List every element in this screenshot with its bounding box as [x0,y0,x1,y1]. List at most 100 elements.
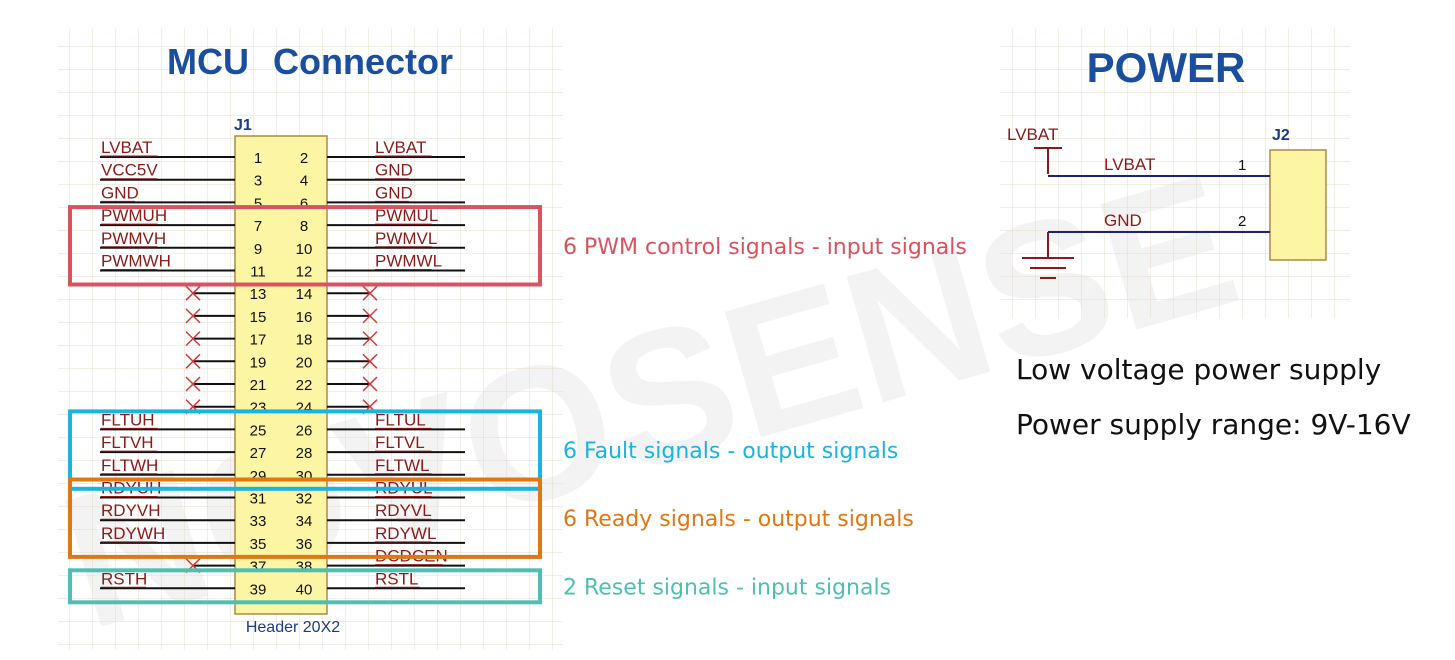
net-label-left: LVBAT [101,138,152,157]
pin-number-left: 21 [250,377,267,394]
pin-number-right: 6 [300,195,308,212]
signal-group-label: 6 Fault signals - output signals [563,439,898,464]
net-label-right: RDYVL [375,501,432,520]
no-connect-marker [185,331,201,347]
pin-number-right: 36 [296,536,313,553]
pin-number-left: 19 [250,354,267,371]
no-connect-marker [362,331,378,347]
net-label-left: PWMVH [101,229,166,248]
pin-number-left: 11 [250,264,266,281]
pin-number-left: 33 [250,513,267,530]
pin-number-right: 22 [296,377,313,394]
signal-group-box [68,205,542,287]
net-label-left: VCC5V [101,161,158,180]
pin-number-right: 20 [296,354,313,371]
net-label-right: FLTVL [375,433,425,452]
pin-number-left: 3 [254,173,262,190]
mcu-ref-designator: J1 [234,117,252,134]
pin-number-right: 18 [296,332,313,349]
net-label-right: GND [375,161,413,180]
pin-number-left: 25 [250,422,267,439]
net-label-left: RDYWH [101,524,165,543]
connector-body [234,135,328,615]
net-label-left: RDYVH [101,501,161,520]
pin-number-left: 13 [250,286,267,303]
signal-group-box [68,568,542,605]
pin-number-right: 30 [296,468,313,485]
pin-number-right: 8 [300,218,308,235]
signal-group-label: 6 PWM control signals - input signals [563,235,967,260]
pin-number-left: 1 [254,150,262,167]
power-connector-body [1269,149,1327,261]
pin-number-left: 29 [250,468,267,485]
no-connect-marker [185,353,201,369]
pin-number-left: 35 [250,536,267,553]
pin-number-right: 10 [296,241,313,258]
power-note-line-1: Low voltage power supply [1016,353,1381,386]
no-connect-marker [362,285,378,301]
pin-number-left: 7 [254,218,262,235]
power-supply-symbol-label: LVBAT [1007,125,1058,144]
net-label-right: RDYWL [375,524,436,543]
pin-number-right: 26 [296,422,313,439]
net-label-left: FLTUH [101,410,155,429]
no-connect-marker [362,308,378,324]
pin-number-left: 9 [254,241,262,258]
power-pin-number: 2 [1238,213,1246,230]
power-note-line-2: Power supply range: 9V-16V [1016,408,1411,441]
pin-number-right: 4 [300,173,308,190]
power-title: POWER [1087,44,1246,91]
no-connect-marker [362,353,378,369]
net-label-right: FLTUL [375,410,426,429]
signal-group-label: 6 Ready signals - output signals [563,507,914,532]
power-pin-number: 1 [1238,157,1246,174]
net-label-right: PWMWL [375,252,442,271]
pin-number-left: 39 [250,581,267,598]
pin-number-right: 32 [296,491,313,508]
net-label-right: PWMVL [375,229,437,248]
net-label-left: PWMWH [101,252,171,271]
pin-number-left: 27 [250,445,267,462]
pin-number-right: 14 [296,286,313,303]
signal-group-label: 2 Reset signals - input signals [563,575,891,600]
pin-number-right: 28 [296,445,313,462]
pin-number-left: 23 [250,400,267,417]
no-connect-marker [362,376,378,392]
net-label-left: FLTVH [101,433,154,452]
net-label-left: FLTWH [101,456,158,475]
net-label-left: PWMUH [101,206,167,225]
net-label-right: GND [375,183,413,202]
net-label-right: FLTWL [375,456,429,475]
signal-group-box [68,477,542,559]
pin-number-right: 2 [300,150,308,167]
no-connect-marker [185,376,201,392]
signal-group-box [68,409,542,491]
net-label-right: RSTL [375,569,418,588]
no-connect-marker [185,308,201,324]
pin-number-right: 40 [296,581,313,598]
pin-number-left: 5 [254,195,262,212]
pin-number-left: 15 [250,309,267,326]
net-label-right: PWMUL [375,206,438,225]
power-net-label: GND [1104,211,1142,230]
pin-number-left: 37 [250,559,267,576]
no-connect-marker [185,285,201,301]
ground-symbol [1022,232,1074,279]
mcu-title: MCU Connector [167,41,453,82]
pin-number-right: 12 [296,264,313,281]
power-supply-symbol [1034,147,1062,174]
pin-number-right: 34 [296,513,313,530]
power-ref-designator: J2 [1272,127,1290,144]
pin-number-right: 38 [296,559,313,576]
pin-number-left: 17 [250,332,267,349]
pin-number-right: 24 [296,400,313,417]
net-label-left: GND [101,183,139,202]
signal-group-annotations: 6 PWM control signals - input signals 6 F… [68,205,967,605]
pin-number-left: 31 [250,491,267,508]
net-label-left: RSTH [101,569,147,588]
mcu-part-name: Header 20X2 [246,619,340,636]
pin-number-right: 16 [296,309,313,326]
